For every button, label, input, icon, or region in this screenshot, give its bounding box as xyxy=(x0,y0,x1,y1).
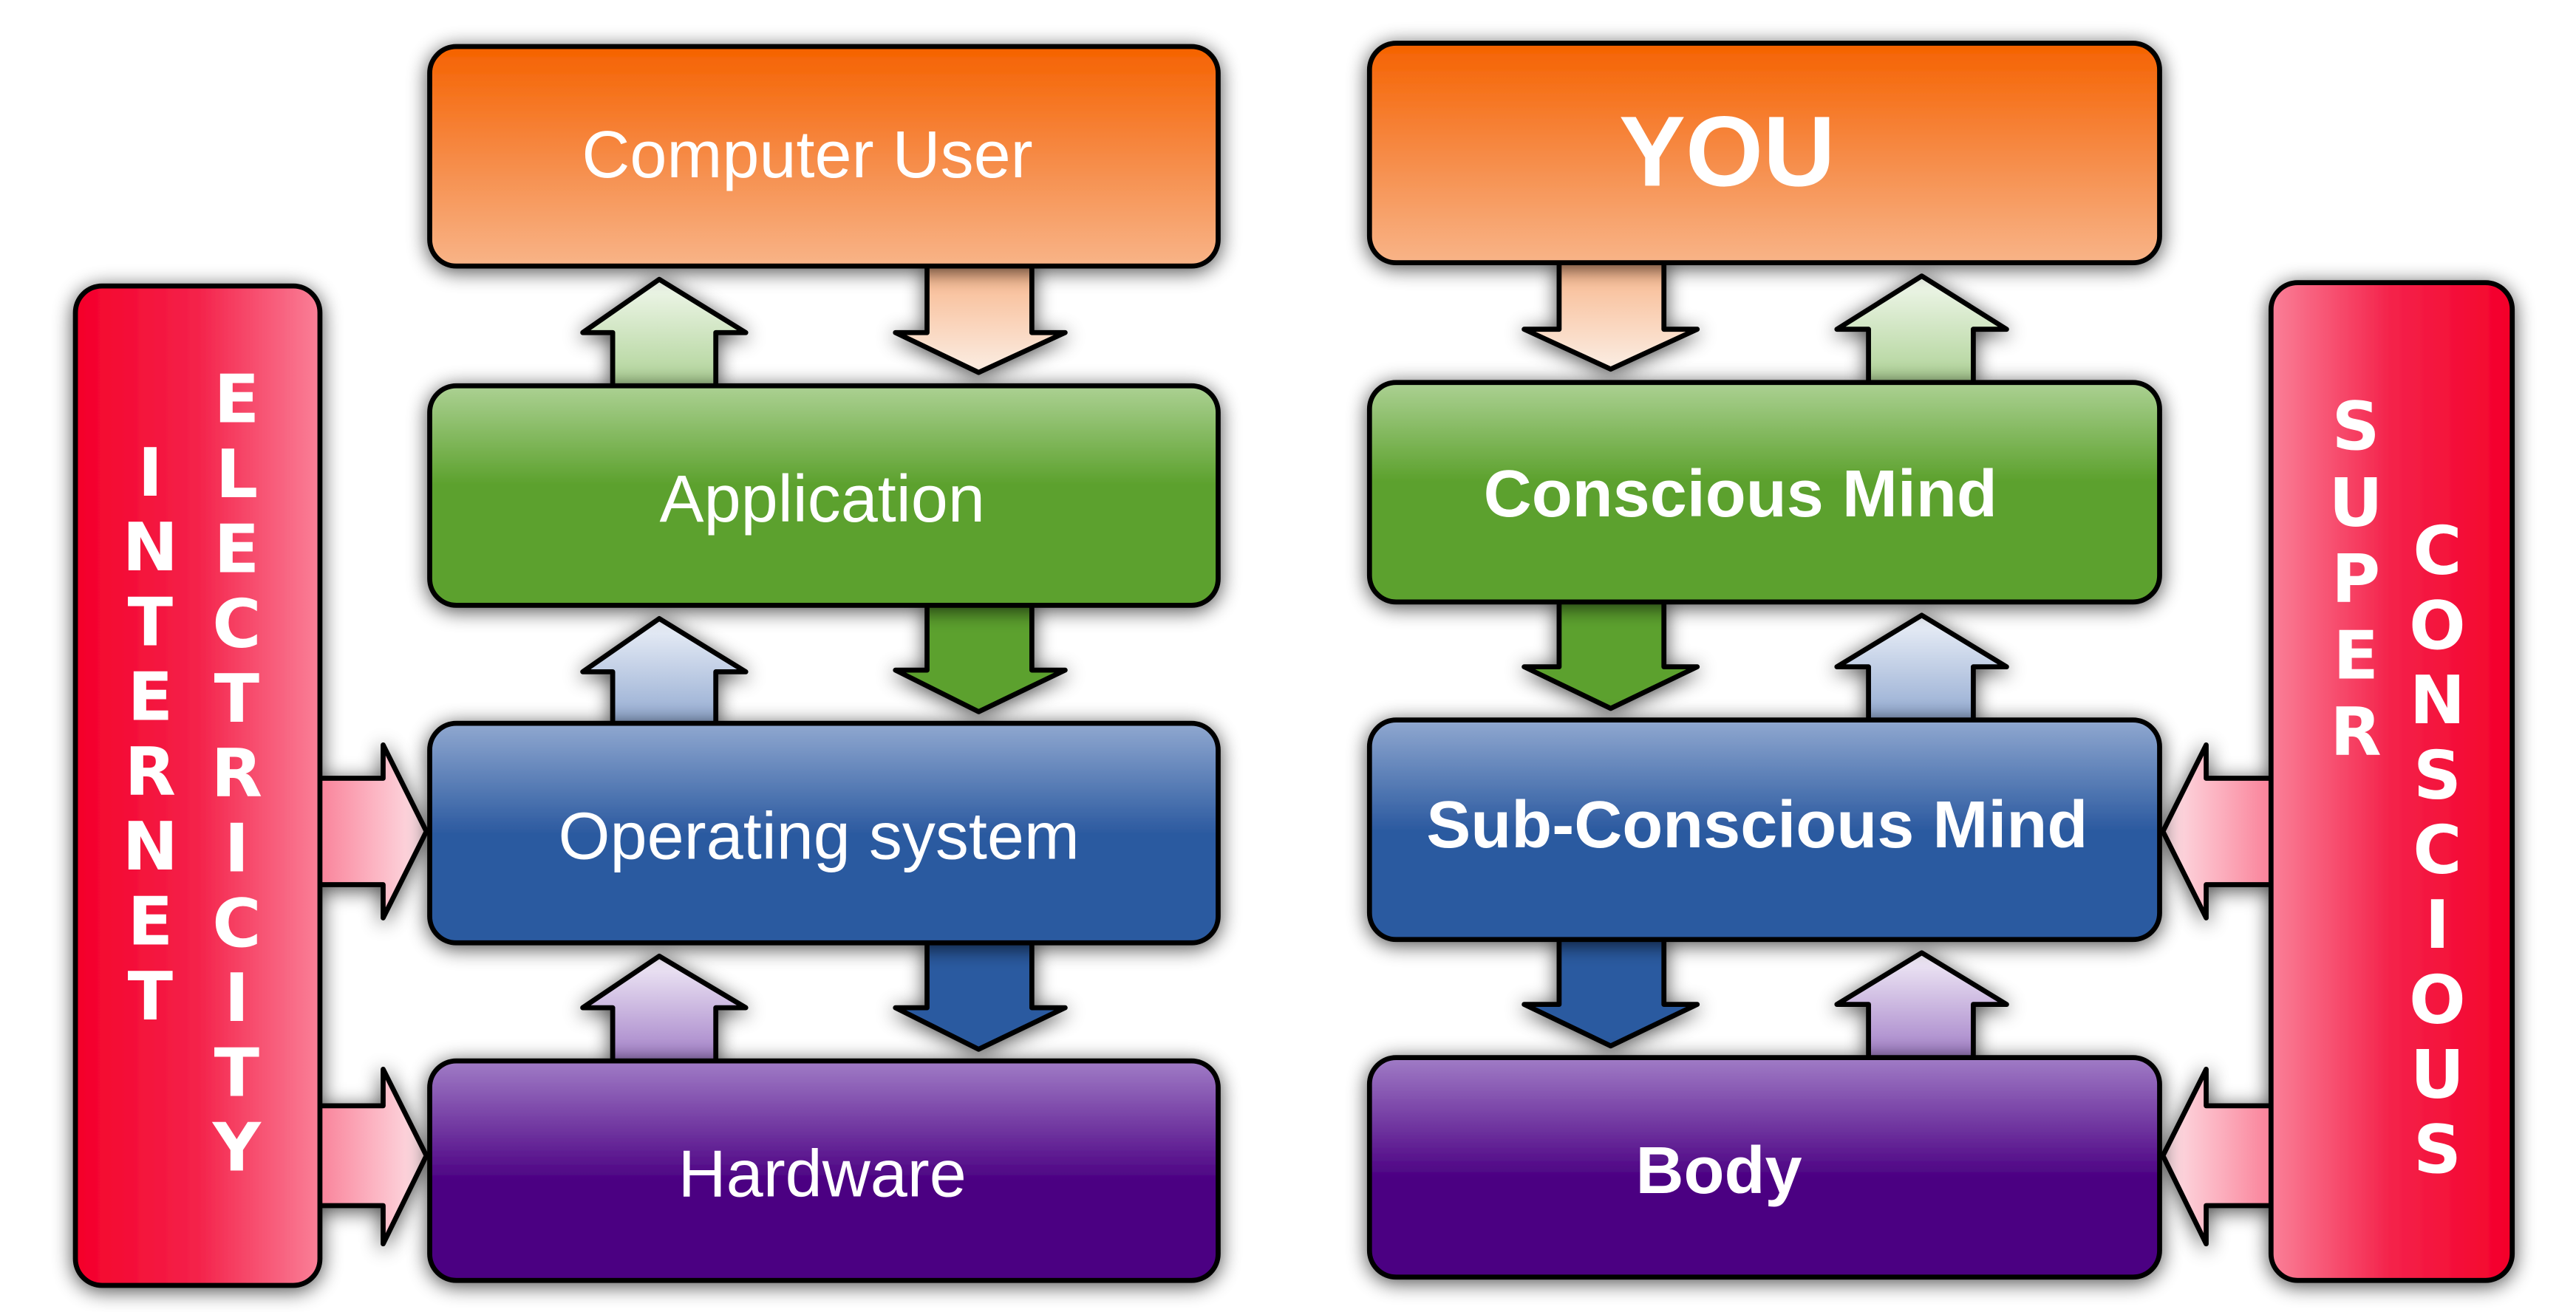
arrow-up-body-to-subconscious xyxy=(1834,950,2009,1064)
box-application: Application xyxy=(427,383,1221,608)
box-body: Body xyxy=(1366,1055,2162,1280)
application-label: Application xyxy=(660,462,985,536)
side-arrow-to-body xyxy=(2160,1066,2275,1247)
super-conscious-bar xyxy=(2268,280,2515,1283)
right-arrows xyxy=(1522,256,2009,1064)
box-hardware: Hardware xyxy=(427,1058,1221,1283)
box-you: YOU xyxy=(1366,41,2162,266)
arrow-up-subconscious-to-conscious xyxy=(1834,612,2009,726)
side-arrow-to-sub-conscious-mind xyxy=(2160,742,2275,920)
side-arrow-to-hardware xyxy=(314,1066,429,1247)
right-stack: YOU Conscious Mind Sub-Conscious Mind Bo… xyxy=(1366,41,2162,1280)
side-arrow-to-operating-system xyxy=(314,742,429,920)
sub-conscious-mind-label: Sub-Conscious Mind xyxy=(1426,787,2088,862)
arrow-down-subconscious-to-body xyxy=(1522,933,1700,1049)
arrow-down-os-to-hardware xyxy=(893,937,1068,1052)
box-computer-user: Computer User xyxy=(427,44,1221,269)
conscious-mind-label: Conscious Mind xyxy=(1484,457,1997,531)
operating-system-label: Operating system xyxy=(559,799,1080,874)
arrow-down-user-to-application xyxy=(893,260,1068,375)
computer-user-label: Computer User xyxy=(582,117,1032,192)
arrow-up-conscious-to-you xyxy=(1834,273,2009,389)
body-label: Body xyxy=(1635,1133,1802,1208)
box-sub-conscious-mind: Sub-Conscious Mind xyxy=(1366,717,2162,943)
internet-electricity-bar xyxy=(72,283,323,1288)
box-conscious-mind: Conscious Mind xyxy=(1366,380,2162,605)
hardware-label: Hardware xyxy=(678,1137,967,1212)
arrow-down-you-to-conscious xyxy=(1522,256,1700,372)
arrow-up-os-to-application xyxy=(580,615,749,730)
left-stack: Computer User Application Operating syst… xyxy=(427,44,1221,1283)
box-operating-system: Operating system xyxy=(427,720,1221,946)
you-label: YOU xyxy=(1619,95,1836,207)
arrow-up-application-to-user xyxy=(580,276,749,392)
arrow-down-application-to-os xyxy=(893,599,1068,714)
arrow-up-hardware-to-os xyxy=(580,953,749,1067)
left-arrows xyxy=(580,260,1068,1067)
arrow-down-conscious-to-subconscious xyxy=(1522,595,1700,711)
